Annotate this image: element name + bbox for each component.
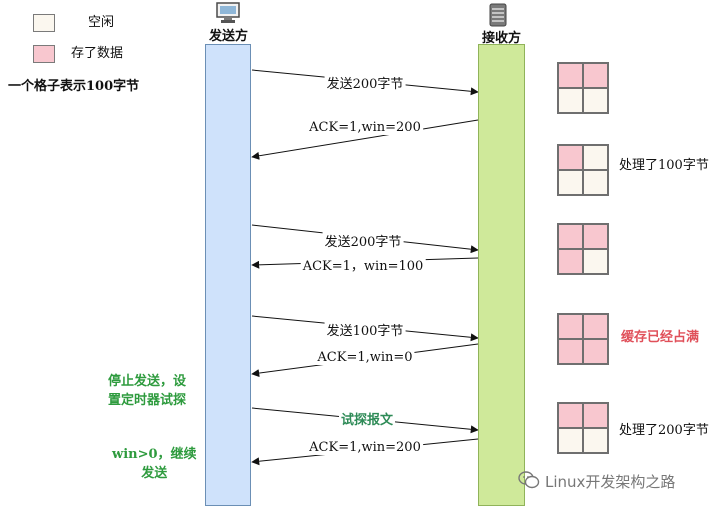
sender-note-line: 发送	[141, 466, 168, 481]
buffer-cell-filled	[558, 63, 583, 88]
legend-free-swatch	[33, 14, 55, 32]
legend-filled-swatch	[33, 45, 55, 63]
message-label: ACK=1,win=0	[315, 350, 415, 365]
buffer-cell-filled	[583, 224, 608, 249]
receiver-lifeline	[478, 44, 525, 506]
sender-note-line: 置定时器试探	[108, 393, 187, 408]
message-label: 发送200字节	[324, 73, 406, 92]
buffer-cell-filled	[558, 314, 583, 339]
sender-note: win>0，继续 发送	[112, 445, 197, 483]
legend-filled-label: 存了数据	[71, 46, 124, 61]
arrow-to-sender	[251, 119, 479, 160]
sender-note: 停止发送，设 置定时器试探	[108, 372, 186, 410]
buffer-cell-free	[558, 88, 583, 113]
buffer-cell-filled	[583, 339, 608, 364]
buffer-note: 处理了200字节	[619, 423, 709, 438]
buffer-cell-free	[583, 170, 608, 195]
buffer-cell-filled	[558, 249, 583, 274]
buffer-cell-free	[583, 249, 608, 274]
legend-note: 一个格子表示100字节	[8, 79, 140, 94]
receiver-title: 接收方	[482, 31, 522, 46]
buffer-cell-filled	[558, 145, 583, 170]
sender-lifeline	[205, 44, 251, 506]
legend-free-label: 空闲	[88, 15, 115, 30]
receive-buffer	[557, 62, 609, 114]
watermark-text: Linux开发架构之路	[545, 473, 676, 491]
buffer-cell-free	[583, 428, 608, 453]
buffer-cell-free	[583, 145, 608, 170]
receive-buffer	[557, 144, 609, 196]
receive-buffer	[557, 313, 609, 365]
buffer-cell-filled	[583, 63, 608, 88]
buffer-cell-filled	[558, 224, 583, 249]
buffer-cell-free	[583, 88, 608, 113]
buffer-cell-filled	[558, 339, 583, 364]
message-label: ACK=1,win=200	[307, 120, 423, 135]
message-label: ACK=1，win=100	[300, 255, 426, 274]
sender-note-line: win>0，继续	[112, 447, 197, 462]
sender-note-line: 停止发送，设	[108, 374, 187, 389]
sender-title: 发送方	[209, 29, 249, 44]
buffer-note: 缓存已经占满	[621, 330, 700, 345]
message-label: 发送200字节	[322, 231, 404, 250]
wechat-icon	[518, 471, 540, 489]
buffer-cell-free	[558, 170, 583, 195]
server-icon	[489, 3, 507, 27]
message-label: 发送100字节	[324, 320, 406, 339]
message-label: ACK=1,win=200	[307, 440, 423, 455]
buffer-cell-filled	[583, 403, 608, 428]
buffer-cell-filled	[583, 314, 608, 339]
receive-buffer	[557, 402, 609, 454]
buffer-note: 处理了100字节	[619, 158, 709, 173]
buffer-cell-free	[558, 428, 583, 453]
probe-message-label: 试探报文	[338, 409, 396, 428]
receive-buffer	[557, 223, 609, 275]
computer-icon	[216, 2, 240, 23]
buffer-cell-filled	[558, 403, 583, 428]
